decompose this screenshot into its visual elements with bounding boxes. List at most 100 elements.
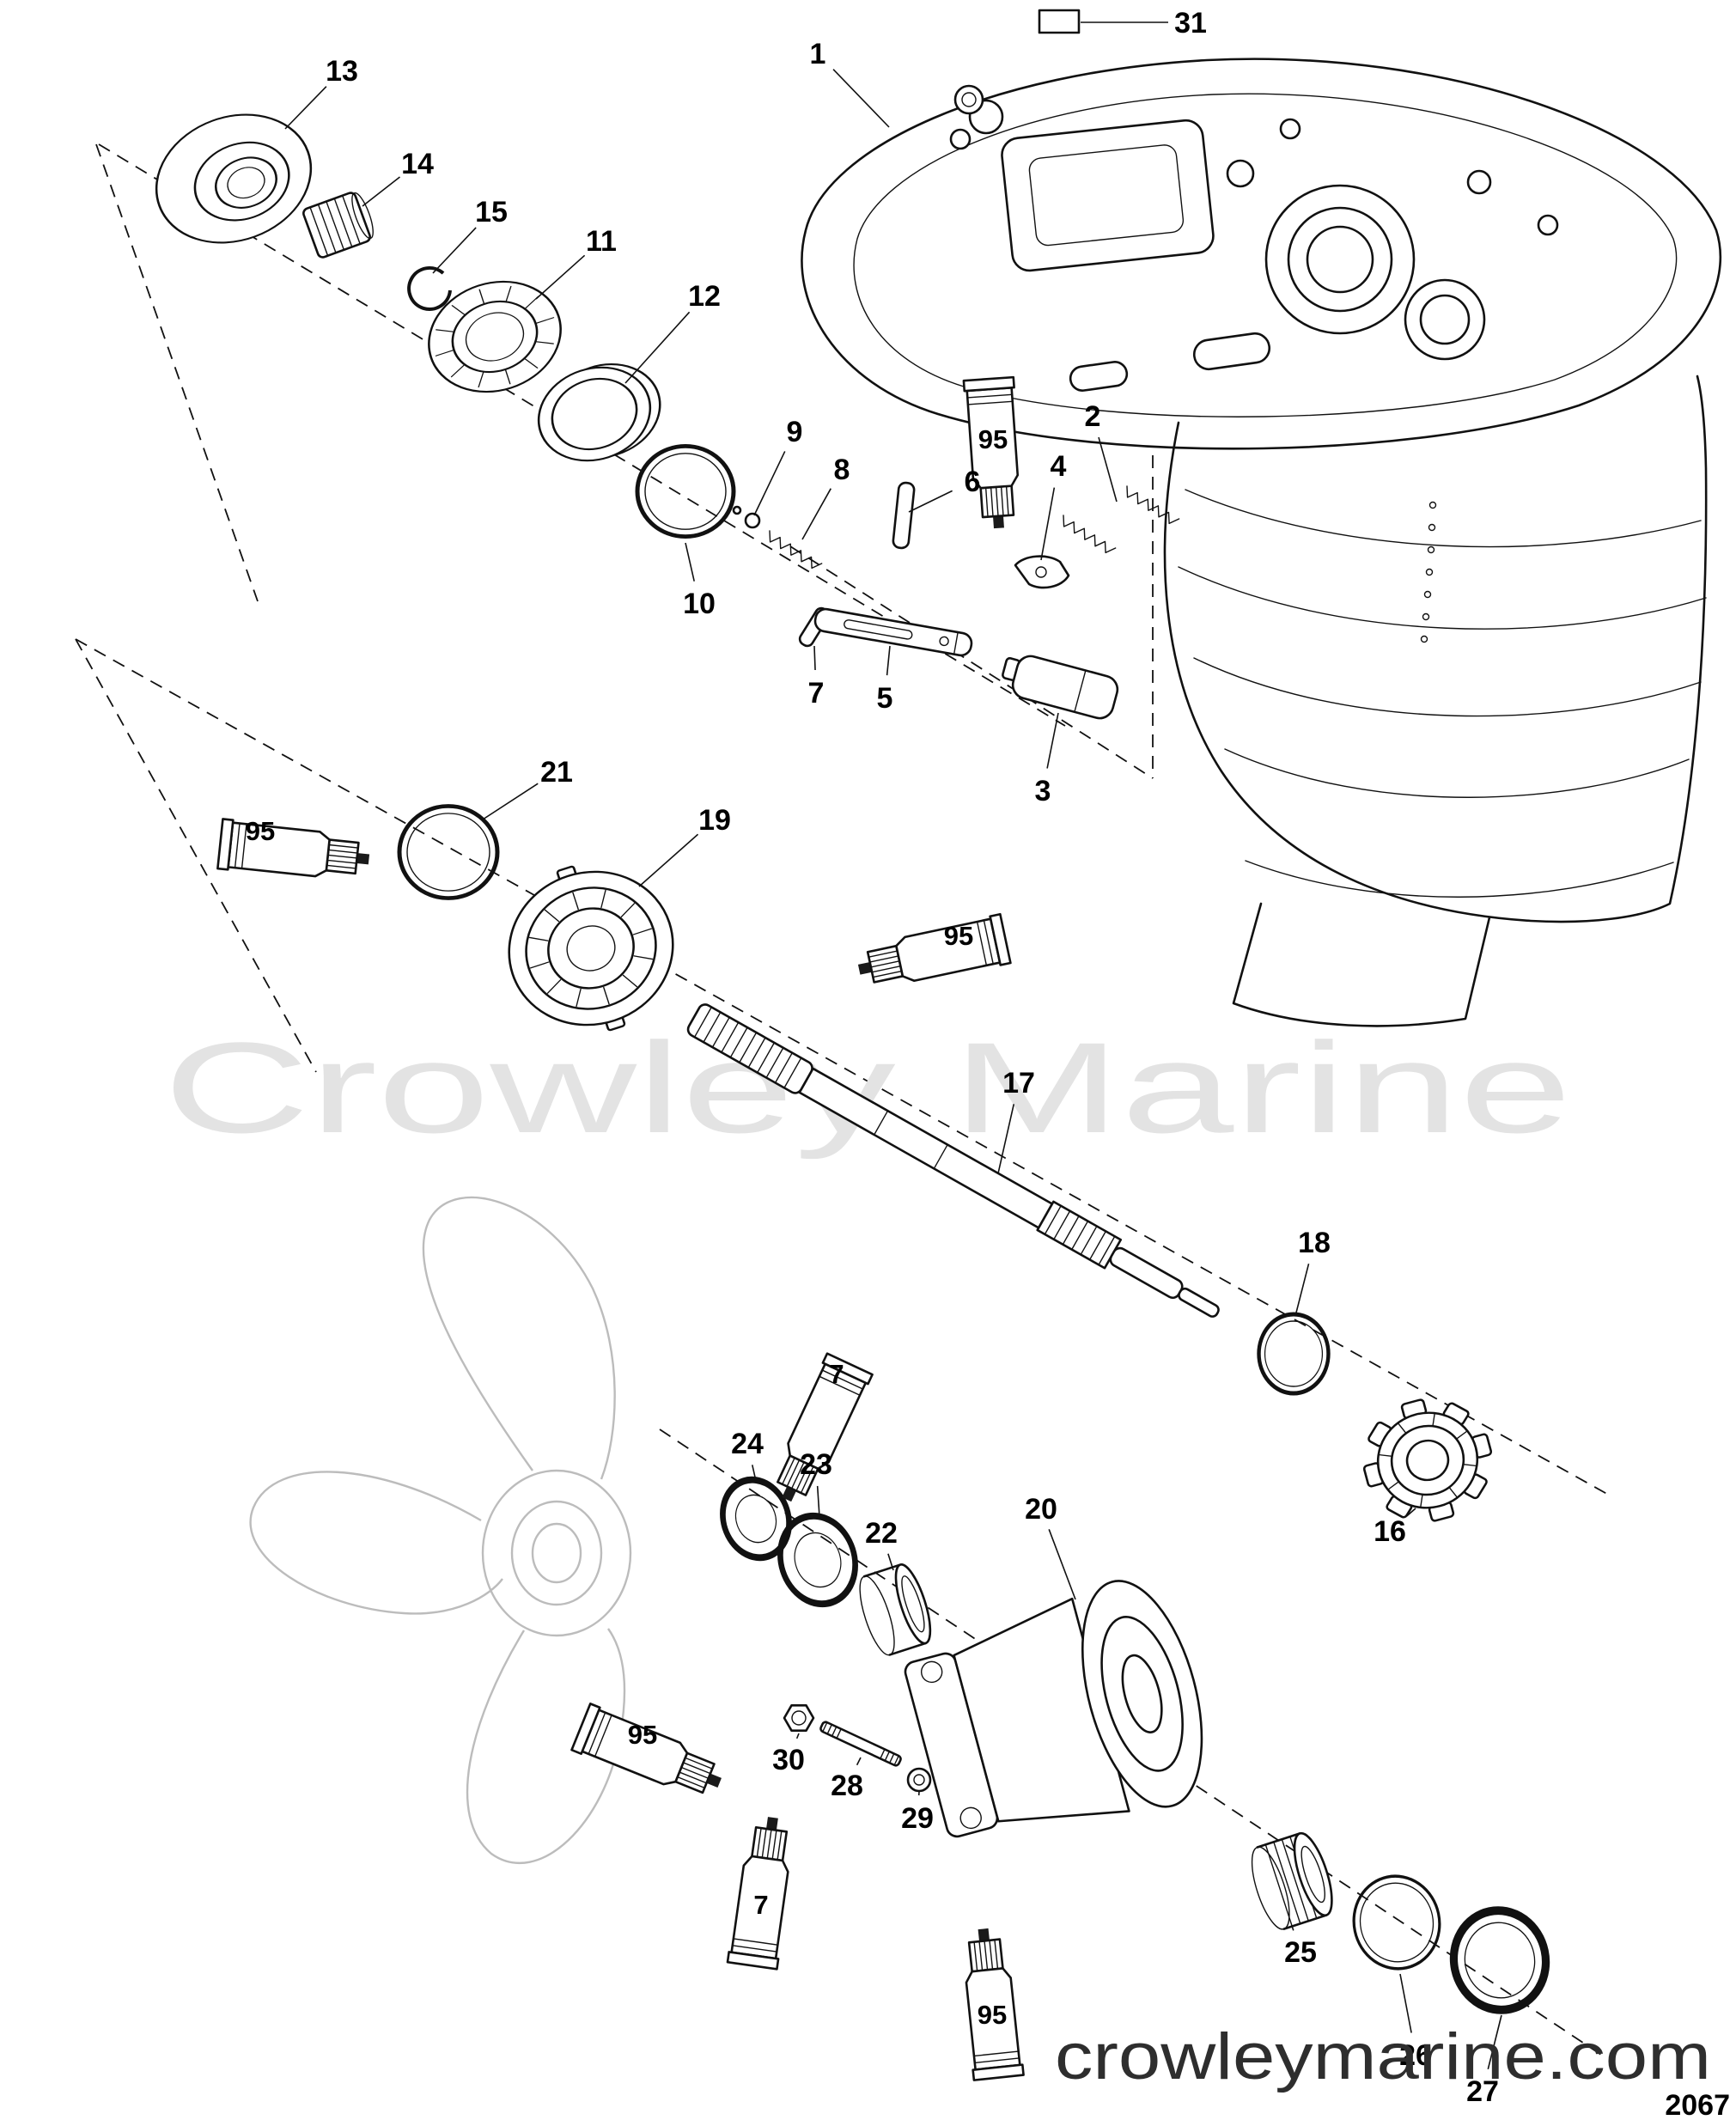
leader-line-4 — [1040, 487, 1056, 561]
leader-line-30 — [795, 1733, 800, 1739]
tube-label-95: 95 — [628, 1720, 657, 1750]
leader-line-23 — [816, 1485, 820, 1518]
leader-line-27 — [1487, 2014, 1502, 2069]
propeller-ghost — [249, 1196, 632, 1865]
callout-label-27: 27 — [1466, 2075, 1499, 2108]
callout-label-2: 2 — [1085, 400, 1101, 433]
callout-label-29: 29 — [901, 1802, 934, 1835]
page-number: 2067 — [1665, 2089, 1730, 2120]
part-16 — [1362, 1398, 1493, 1522]
leader-line-1 — [832, 69, 890, 128]
callout-label-21: 21 — [540, 756, 573, 789]
callout-label-22: 22 — [865, 1517, 898, 1550]
callout-label-31: 31 — [1174, 7, 1207, 40]
part-1-gear-housing — [801, 58, 1722, 1027]
tube-label-7: 7 — [753, 1890, 768, 1920]
leader-line-21 — [482, 783, 539, 820]
callout-label-24: 24 — [731, 1428, 764, 1460]
part-26 — [1352, 1874, 1441, 1971]
callout-label-6: 6 — [965, 466, 981, 498]
part-17 — [686, 1003, 1220, 1318]
part-24 — [720, 1476, 792, 1562]
part-25 — [1251, 1831, 1333, 1930]
leader-line-17 — [997, 1104, 1015, 1174]
part-6 — [892, 481, 916, 550]
watermark: Crowley Marine — [163, 1015, 1572, 1160]
callout-label-15: 15 — [475, 196, 508, 228]
callout-label-30: 30 — [772, 1744, 805, 1776]
leader-line-9 — [753, 451, 786, 516]
callout-label-7: 7 — [808, 677, 825, 710]
leader-line-22 — [887, 1553, 894, 1571]
leader-line-2 — [1098, 436, 1118, 503]
leader-line-20 — [1048, 1529, 1076, 1600]
part-31-decal — [1038, 9, 1081, 34]
leader-line-11 — [535, 254, 586, 300]
leader-line-28 — [856, 1757, 862, 1766]
part-3 — [1002, 655, 1119, 720]
part-20 — [904, 1580, 1203, 1838]
leader-line-7 — [813, 645, 816, 671]
callout-label-23: 23 — [800, 1448, 832, 1481]
part-28 — [819, 1721, 902, 1767]
part-9 — [732, 505, 761, 529]
callout-label-28: 28 — [831, 1770, 863, 1802]
callout-label-20: 20 — [1025, 1493, 1057, 1526]
leader-line-19 — [638, 833, 699, 887]
callout-label-9: 9 — [787, 416, 803, 448]
callout-label-14: 14 — [401, 148, 434, 180]
part-4 — [1014, 555, 1070, 589]
part-8-spring — [762, 530, 827, 572]
tube-label-95: 95 — [246, 816, 275, 846]
part-19 — [508, 865, 674, 1032]
part-10 — [635, 444, 736, 539]
part-11 — [428, 280, 562, 393]
tube-label-95: 95 — [978, 2000, 1007, 2030]
leader-line-5 — [886, 645, 891, 676]
part-30 — [783, 1704, 815, 1732]
callout-label-25: 25 — [1284, 1936, 1317, 1969]
leader-line-13 — [284, 86, 327, 130]
callout-label-1: 1 — [810, 38, 826, 70]
vent-holes — [1420, 501, 1437, 643]
leader-line-14 — [362, 176, 401, 207]
callout-label-5: 5 — [877, 682, 893, 715]
leader-line-12 — [624, 311, 691, 384]
callout-label-18: 18 — [1298, 1227, 1331, 1259]
part-2-spring — [1119, 485, 1185, 527]
callout-label-19: 19 — [698, 804, 731, 837]
leader-line-8 — [801, 488, 831, 540]
callout-label-17: 17 — [1002, 1067, 1035, 1100]
part-13 — [155, 113, 313, 244]
part-14 — [302, 192, 374, 259]
leader-line-24 — [751, 1465, 757, 1482]
part-22 — [859, 1563, 932, 1656]
part-27 — [1449, 1906, 1550, 2014]
part-18 — [1257, 1312, 1331, 1396]
part-29 — [906, 1767, 932, 1793]
callout-label-10: 10 — [683, 588, 716, 620]
leader-line-15 — [432, 227, 477, 274]
leader-line-26 — [1399, 1973, 1412, 2033]
callout-label-13: 13 — [326, 55, 358, 88]
tube-label-95: 95 — [944, 921, 973, 951]
leader-line-10 — [685, 542, 695, 582]
leader-line-16 — [1406, 1508, 1416, 1517]
leader-line-18 — [1294, 1263, 1310, 1317]
part-5 — [813, 607, 973, 657]
lube-tube-icon — [852, 912, 1012, 996]
part-23 — [777, 1512, 858, 1608]
callout-label-12: 12 — [688, 280, 721, 313]
callout-label-4: 4 — [1051, 450, 1067, 483]
leader-line-25 — [1291, 1925, 1294, 1931]
callout-label-26: 26 — [1399, 2039, 1432, 2072]
part-12 — [537, 363, 661, 462]
callout-label-11: 11 — [586, 225, 617, 258]
callout-label-3: 3 — [1035, 775, 1051, 807]
part-21 — [397, 804, 500, 900]
tube-label-95: 95 — [978, 424, 1008, 454]
leader-line-6 — [908, 490, 953, 513]
